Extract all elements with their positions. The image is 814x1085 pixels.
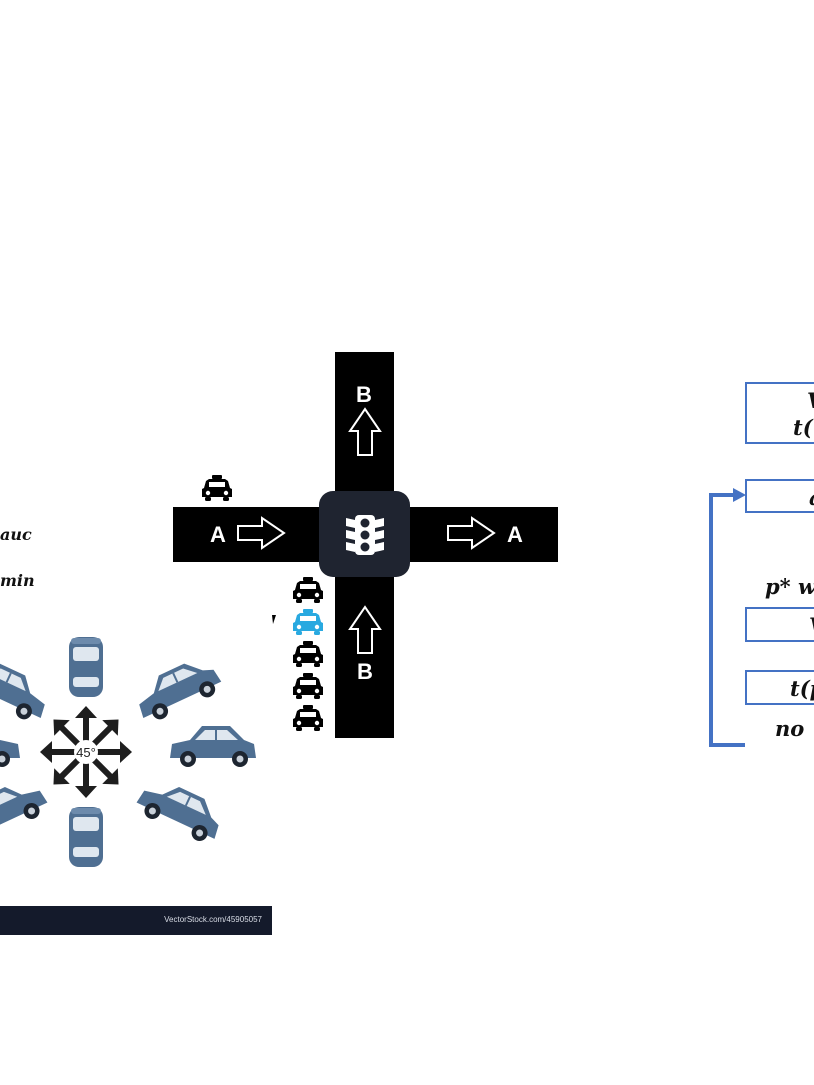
flow-box-3: V (745, 607, 814, 642)
direction-arrows (40, 706, 132, 798)
flow-box-4-text: t(p (790, 676, 814, 701)
flow-box-1-line-1: V (807, 388, 814, 413)
flowchart-loop-arrow (709, 488, 746, 747)
flow-box-2: a (745, 479, 814, 513)
watermark-text: VectorStock.com/45905057 (164, 915, 262, 924)
taxi-highlighted-icon (293, 609, 323, 635)
p-star-text: p* wi (765, 574, 814, 599)
flow-box-1: V t( (745, 382, 814, 444)
taxi-icon (202, 475, 232, 501)
road-b-label-top: B (356, 382, 372, 407)
watermark-bar: VectorStock.com/45905057 (0, 906, 272, 935)
traffic-light-icon (346, 515, 384, 555)
road-a-label-left: A (210, 522, 226, 547)
flow-box-1-line-2: t( (793, 415, 813, 440)
flow-box-4: t(p (745, 670, 814, 705)
arrow-right-right-icon (447, 516, 496, 550)
arrow-right-left-icon (237, 516, 286, 550)
angle-center-disc (74, 740, 98, 764)
angle-label: 45° (76, 745, 96, 760)
car-direction-graphic: 45° (0, 637, 257, 867)
no-branch-label: no (775, 716, 805, 741)
p-star-label: p* wi (765, 574, 814, 599)
road-b-label-bottom: B (357, 659, 373, 684)
flow-box-3-text: V (809, 613, 814, 638)
flow-box-2-text: a (809, 485, 814, 510)
math-fragment-auc: auc (0, 525, 32, 544)
taxi-icon (293, 705, 323, 731)
math-fragment-min: min (0, 571, 35, 590)
taxi-icon (293, 577, 323, 603)
stray-mark (272, 615, 276, 624)
taxi-icon (293, 673, 323, 699)
road-a-label-right: A (507, 522, 523, 547)
taxi-icon (293, 641, 323, 667)
arrow-up-bottom-icon (348, 605, 382, 654)
arrow-up-top-icon (348, 407, 382, 456)
